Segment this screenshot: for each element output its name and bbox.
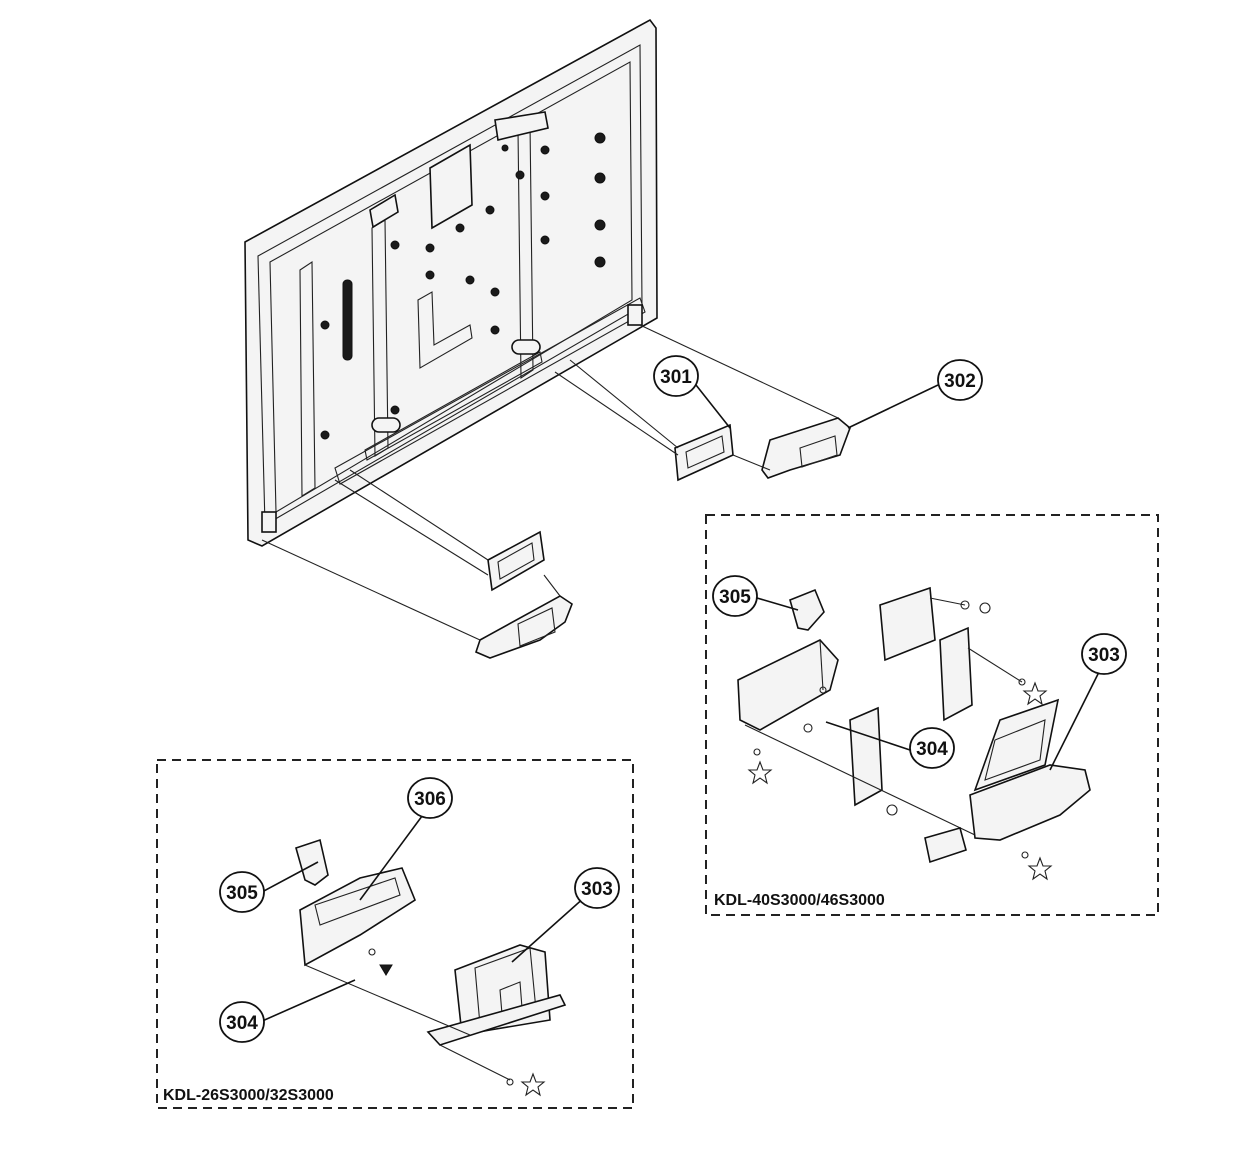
callout-305-right-label: 305 <box>719 587 751 608</box>
callout-302: 302 <box>937 359 983 401</box>
callout-305-left: 305 <box>219 871 265 913</box>
callout-303-right: 303 <box>1081 633 1127 675</box>
callout-301: 301 <box>653 355 699 397</box>
callout-304-left: 304 <box>219 1001 265 1043</box>
callout-306: 306 <box>407 777 453 819</box>
callout-304-right: 304 <box>909 727 955 769</box>
inset-left-kdl26-32 <box>156 759 634 1109</box>
callout-304-left-label: 304 <box>226 1013 258 1034</box>
callout-303-right-label: 303 <box>1088 645 1120 666</box>
callout-304-right-label: 304 <box>916 739 948 760</box>
inset-right-kdl40-46 <box>705 514 1159 916</box>
callout-305-left-label: 305 <box>226 883 258 904</box>
callout-305-right: 305 <box>712 575 758 617</box>
callout-303-left: 303 <box>574 867 620 909</box>
tv-rear-panel <box>244 18 658 547</box>
callout-301-label: 301 <box>660 367 692 388</box>
stand-parts-upper <box>261 324 939 659</box>
callout-303-left-label: 303 <box>581 879 613 900</box>
model-label-26-32: KDL-26S3000/32S3000 <box>163 1087 334 1104</box>
callout-302-label: 302 <box>944 371 976 392</box>
callout-306-label: 306 <box>414 789 446 810</box>
model-label-40-46: KDL-40S3000/46S3000 <box>714 892 885 909</box>
